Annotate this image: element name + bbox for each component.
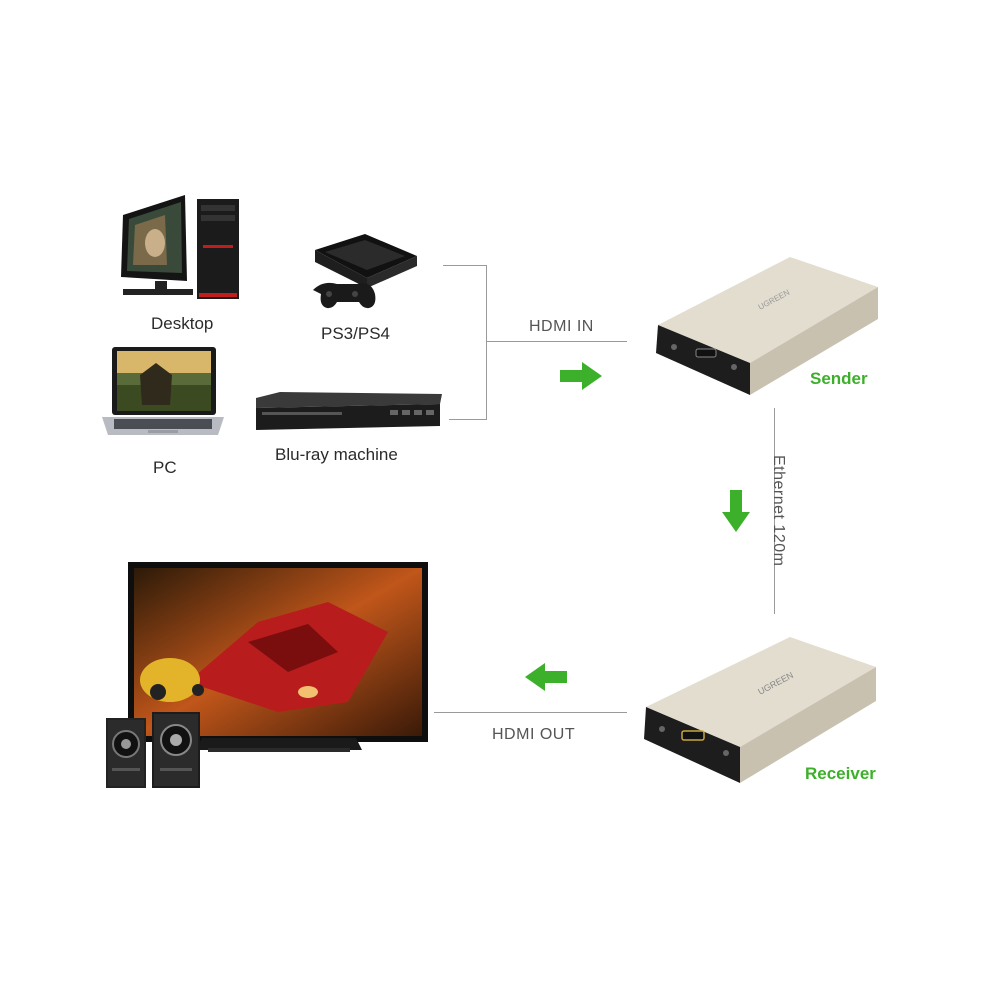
input-bus-line [486, 265, 487, 420]
tv-icon [128, 562, 428, 752]
pc-label: PC [153, 458, 177, 477]
receiver-box-icon: UGREEN [644, 637, 876, 783]
ethernet-line [774, 408, 775, 614]
ps-connector-line [443, 265, 486, 266]
hdmi-in-label: HDMI IN [529, 318, 594, 335]
desktop-label: Desktop [151, 314, 214, 333]
hdmi-out-line [434, 712, 627, 713]
game-console-icon [313, 234, 417, 309]
desktop-computer-icon [121, 195, 239, 299]
arrow-right-icon [560, 362, 602, 390]
hdmi-out-label: HDMI OUT [492, 726, 576, 743]
bluray-connector-line [449, 419, 486, 420]
sender-box-icon: UGREEN [656, 257, 878, 395]
ethernet-label: Ethernet 120m [770, 455, 787, 567]
hdmi-in-line [486, 341, 627, 342]
ps-label: PS3/PS4 [321, 324, 390, 343]
arrow-left-icon [525, 663, 567, 691]
bluray-player-icon [256, 392, 442, 430]
arrow-down-icon [722, 490, 750, 532]
laptop-icon [102, 347, 224, 435]
receiver-label: Receiver [805, 764, 876, 783]
sender-label: Sender [810, 369, 868, 388]
bluray-label: Blu-ray machine [275, 445, 398, 464]
speaker-icon [106, 712, 200, 788]
